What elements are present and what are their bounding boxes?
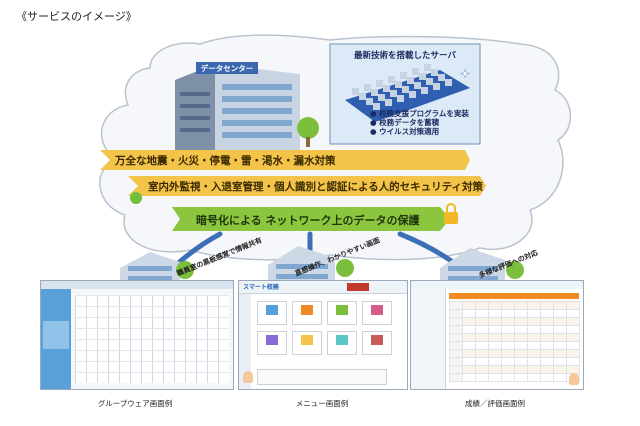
banner-0: 万全な地震・火災・停電・雷・渇水・漏水対策 <box>114 154 336 167</box>
encryption-banner: 暗号化による ネットワーク上のデータの保護 <box>172 203 458 231</box>
server-unit <box>371 89 378 96</box>
school-building-right <box>440 248 524 285</box>
rack-bullet: ● 校務支援プログラムを実装 <box>370 108 469 118</box>
rack-bullet: ● 校務データを蓄積 <box>370 117 440 127</box>
server-unit <box>414 82 421 89</box>
rack-title: 最新技術を搭載したサーバ <box>354 50 456 61</box>
caption-groupware: グループウェア画面例 <box>97 399 173 408</box>
server-unit <box>407 77 414 84</box>
menu-screen: スマート校務 <box>238 280 408 390</box>
character-icon <box>243 371 253 383</box>
menu-tile[interactable] <box>257 301 287 325</box>
server-unit <box>400 72 407 79</box>
encryption-text: 暗号化による ネットワーク上のデータの保護 <box>196 213 420 227</box>
data-center-building: データセンター <box>175 62 300 160</box>
server-unit <box>402 86 409 93</box>
disaster-banner: 万全な地震・火災・停電・雷・渇水・漏水対策 <box>100 150 470 170</box>
server-unit <box>352 88 359 95</box>
rack-bullet: ● ウイルス対策適用 <box>370 126 439 136</box>
menu-tile[interactable] <box>327 301 357 325</box>
menu-tile[interactable] <box>327 331 357 355</box>
banner-1: 室内外監視・入退室管理・個人識別と認証による人的セキュリティ対策 <box>148 180 484 193</box>
caption-grades: 成績／評価画面例 <box>465 399 525 408</box>
server-unit <box>431 69 438 76</box>
school-building-left <box>120 252 194 285</box>
sparkle-icon: ✦ <box>460 67 470 81</box>
server-rack-panel: 最新技術を搭載したサーバ ✦ ● 校務支援プログラムを実装● 校務データを蓄積●… <box>329 43 481 145</box>
menu-tile[interactable] <box>362 301 392 325</box>
menu-tile[interactable] <box>292 301 322 325</box>
server-unit <box>373 103 380 110</box>
server-unit <box>421 87 428 94</box>
server-unit <box>438 74 445 81</box>
server-unit <box>383 85 390 92</box>
leaf-icon <box>130 192 142 204</box>
server-unit <box>409 91 416 98</box>
caption-menu: メニュー画面例 <box>295 399 349 408</box>
server-unit <box>388 76 395 83</box>
server-unit <box>395 81 402 88</box>
menu-tile[interactable] <box>257 331 287 355</box>
server-unit <box>397 95 404 102</box>
menu-tile[interactable] <box>292 331 322 355</box>
page-title: 《サービスのイメージ》 <box>16 10 137 23</box>
server-unit <box>433 83 440 90</box>
lock-icon <box>444 212 458 224</box>
character-icon <box>569 373 579 385</box>
school-building-center <box>268 246 354 285</box>
server-unit <box>366 98 373 105</box>
server-unit <box>385 99 392 106</box>
server-unit <box>378 94 385 101</box>
menu-tile[interactable] <box>362 331 392 355</box>
server-unit <box>426 78 433 85</box>
data-center-label: データセンター <box>201 63 254 73</box>
server-unit <box>445 79 452 86</box>
tree-icon <box>297 117 319 139</box>
server-unit <box>364 84 371 91</box>
server-unit <box>390 90 397 97</box>
server-unit <box>376 80 383 87</box>
security-banner: 室内外監視・入退室管理・個人識別と認証による人的セキュリティ対策 <box>128 176 486 196</box>
server-unit <box>419 73 426 80</box>
server-unit <box>359 93 366 100</box>
grades-screen <box>410 280 584 390</box>
server-unit <box>424 64 431 71</box>
groupware-screen <box>40 280 234 390</box>
app-logo: スマート校務 <box>243 284 279 291</box>
server-unit <box>412 68 419 75</box>
